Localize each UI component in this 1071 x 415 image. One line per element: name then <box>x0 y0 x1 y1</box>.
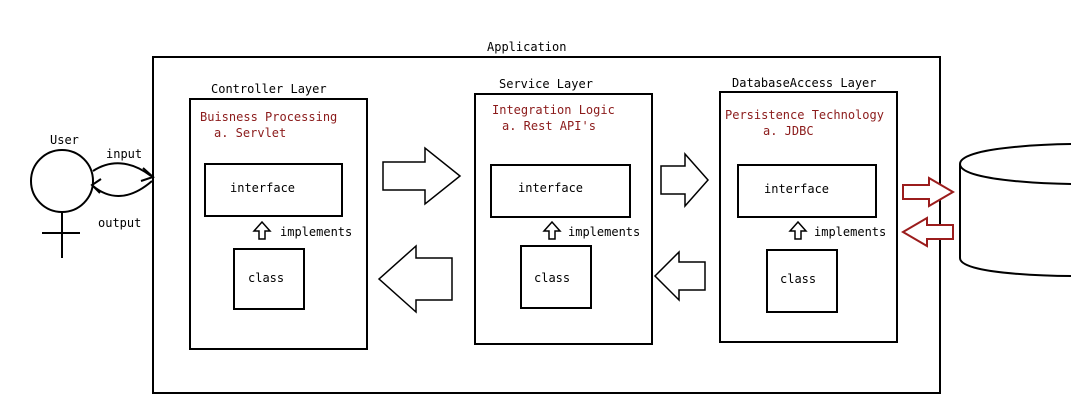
dao-to-database-arrow <box>902 176 955 208</box>
service-layer-desc-2: a. Rest API's <box>502 119 596 133</box>
dao-layer: DatabaseAccess Layer Persistence Technol… <box>719 76 898 343</box>
dao-to-service-arrow <box>653 250 706 302</box>
dao-class-label: class <box>780 272 816 286</box>
dao-class-box <box>766 249 838 313</box>
controller-class-label: class <box>248 271 284 285</box>
dao-layer-title: DatabaseAccess Layer <box>732 76 877 90</box>
service-class-box <box>520 245 592 309</box>
controller-class-box <box>233 248 305 310</box>
service-implements-label: implements <box>568 225 640 239</box>
database-cylinder <box>959 143 1071 277</box>
user-label: User <box>50 133 79 147</box>
dao-layer-desc-1: Persistence Technology <box>725 108 884 122</box>
controller-layer-desc-1: Buisness Processing <box>200 110 337 124</box>
dao-implements-label: implements <box>814 225 886 239</box>
service-to-controller-arrow <box>377 244 453 314</box>
service-layer-title: Service Layer <box>499 77 593 91</box>
output-arrow <box>90 178 153 197</box>
controller-implements-label: implements <box>280 225 352 239</box>
dao-layer-desc-2: a. JDBC <box>763 124 814 138</box>
service-implements-arrow <box>542 220 562 240</box>
controller-layer-title: Controller Layer <box>211 82 327 96</box>
service-layer: Service Layer Integration Logic a. Rest … <box>474 77 653 345</box>
user-head <box>30 149 94 213</box>
service-layer-desc-1: Integration Logic <box>492 103 615 117</box>
controller-layer: Controller Layer Buisness Processing a. … <box>189 82 368 350</box>
service-to-dao-arrow <box>660 152 710 208</box>
dao-interface-box <box>737 164 877 218</box>
controller-to-service-arrow <box>382 146 462 206</box>
input-label: input <box>106 147 142 161</box>
dao-interface-label: interface <box>764 182 829 196</box>
application-label: Application <box>487 40 566 54</box>
service-interface-label: interface <box>518 181 583 195</box>
controller-layer-desc-2: a. Servlet <box>214 126 286 140</box>
service-interface-box <box>490 164 631 218</box>
controller-interface-box <box>204 163 343 217</box>
database-to-dao-arrow <box>901 216 954 248</box>
controller-implements-arrow <box>252 220 272 240</box>
input-arrow <box>92 162 155 182</box>
controller-interface-label: interface <box>230 181 295 195</box>
dao-implements-arrow <box>788 220 808 240</box>
service-class-label: class <box>534 271 570 285</box>
output-label: output <box>98 216 141 230</box>
user-actor: User <box>30 133 94 258</box>
